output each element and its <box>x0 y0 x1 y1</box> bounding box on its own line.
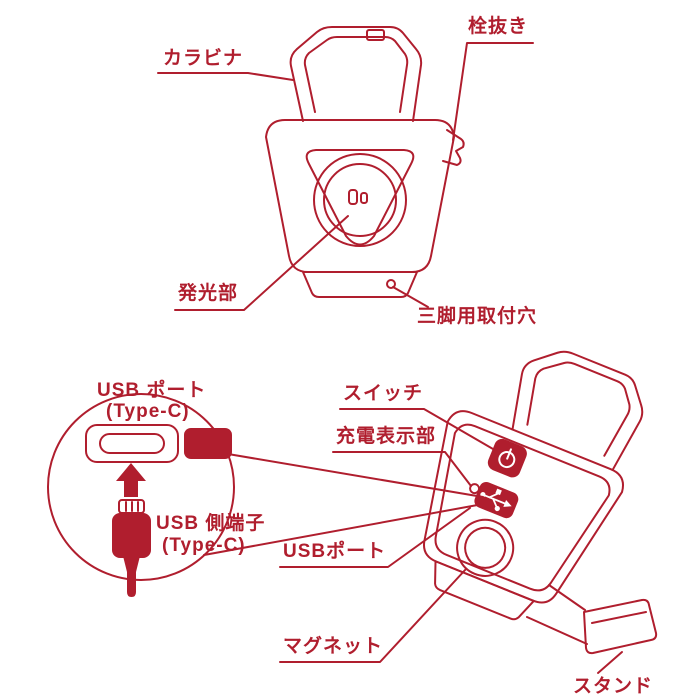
callout-plug-label-line1: USB 側端子 <box>156 513 266 534</box>
leader-stand <box>597 651 623 674</box>
magnet-outer-circle <box>456 518 515 577</box>
stand-inner-line <box>591 611 647 624</box>
carabiner-inner-outline <box>303 36 409 113</box>
usb-type-c-slot <box>99 433 165 454</box>
leader-lines <box>157 42 623 674</box>
callout-circle-outline <box>47 393 235 581</box>
bottom-band <box>302 271 418 298</box>
carabiner-latch <box>366 29 385 41</box>
label-magnet: マグネット <box>283 636 384 657</box>
leader-charge-indicator <box>332 451 472 487</box>
stand-hinge-lines <box>526 584 588 645</box>
back-bottom-band <box>434 560 535 621</box>
usb-trident-icon <box>480 488 512 512</box>
insert-arrow-icon <box>116 463 146 497</box>
back-carabiner-outline <box>511 350 644 471</box>
back-device <box>423 350 644 621</box>
callout-port-label-line2: (Type-C) <box>106 401 190 422</box>
magnifier-line-bottom <box>203 503 484 556</box>
carabiner-outline <box>289 26 423 122</box>
leader-switch <box>339 408 494 450</box>
stand-flap <box>526 584 658 655</box>
front-device <box>265 26 465 298</box>
light-inner-circle <box>323 163 397 237</box>
stand-outline <box>583 598 658 655</box>
label-carabiner: カラビナ <box>163 48 244 69</box>
leader-magnet <box>279 568 467 663</box>
usb-cable <box>123 556 140 597</box>
label-bottle-opener: 栓抜き <box>468 16 529 37</box>
power-icon-line <box>506 448 512 460</box>
leader-carabiner <box>157 72 294 81</box>
leader-bottle-opener <box>452 42 534 141</box>
bottle-opener-notch <box>442 129 465 166</box>
led-element-1 <box>348 189 358 205</box>
usb-plug-tip-lines <box>125 501 139 512</box>
label-charge-indicator: 充電表示部 <box>336 426 437 447</box>
front-inner-triangle <box>305 149 415 246</box>
label-light-emitter: 発光部 <box>178 283 239 304</box>
callout-port-label-line1: USB ポート <box>97 380 207 401</box>
label-tripod-hole: 三脚用取付穴 <box>417 306 538 327</box>
leader-light-emitter <box>174 215 349 311</box>
tripod-mount-hole <box>386 279 396 289</box>
usb-callout-circle <box>47 393 235 597</box>
callout-plug-label-line2: (Type-C) <box>162 535 246 556</box>
label-switch: スイッチ <box>343 383 424 404</box>
usb-plug-body <box>112 513 151 558</box>
leader-tripod-hole <box>392 286 429 308</box>
magnet-inner-circle <box>464 526 507 569</box>
usb-port-housing <box>85 424 179 463</box>
label-usb-port: USBポート <box>283 541 387 562</box>
label-stand: スタンド <box>573 676 654 697</box>
led-element-2 <box>360 192 368 204</box>
leader-usb-port <box>279 507 471 568</box>
light-outer-circle <box>313 153 407 247</box>
usb-port-side-block <box>184 428 232 459</box>
magnifier-line-top <box>227 453 484 498</box>
back-carabiner-inner-outline <box>526 361 631 457</box>
